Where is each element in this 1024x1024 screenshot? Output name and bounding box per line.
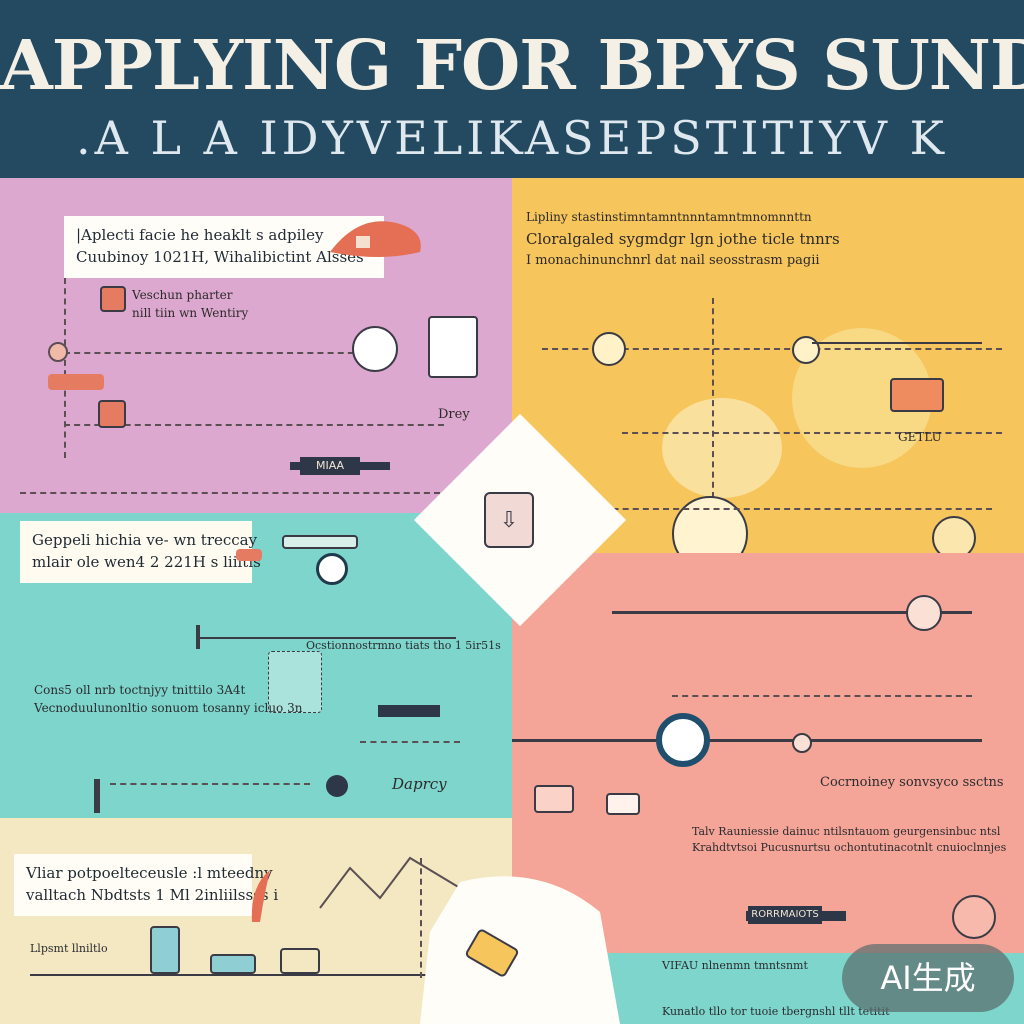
coral-row3: Krahdtvtsoi Pucusnurtsu ochontutinacotnl… — [692, 841, 1007, 854]
cream-vertical-guide — [420, 858, 422, 978]
header-banner: APPLYING FOR BPYS SUNDRED .A L A IDYVELI… — [0, 0, 1024, 178]
coral-row2: Talv Rauniessie dainuc ntilsntauom geurg… — [692, 825, 1001, 838]
pink-document-icon — [428, 316, 478, 378]
teal-dash-2 — [110, 783, 310, 785]
page-title: APPLYING FOR BPYS SUNDRED — [0, 26, 1024, 106]
teal-chart-icon — [268, 651, 322, 713]
yellow-dash-3 — [552, 508, 992, 510]
coral-face-icon — [906, 595, 942, 631]
pink-panel: |Aplecti facie he heaklt s adpiley Cuubi… — [0, 178, 512, 513]
teal-row3: Vecnoduulunonltio sonuom tosanny icluo 3… — [34, 701, 303, 715]
yellow-arrow-line — [812, 342, 982, 344]
pink-bottom-dash — [20, 492, 440, 494]
pink-small-circle-icon — [48, 342, 68, 362]
yellow-scale-icon — [672, 496, 748, 553]
brush-stroke-icon — [330, 221, 421, 257]
teal-bar — [378, 705, 440, 717]
ai-generated-badge: AI生成 — [842, 944, 1014, 1012]
coral-printer-icon — [606, 793, 640, 815]
teal-stop-mark — [94, 779, 100, 813]
teal-bottom-label: Daprcy — [392, 775, 447, 793]
coral-bag-icon — [952, 895, 996, 939]
cream-card-line2: valltach Nbdtsts 1 Ml 2inliilssss i — [26, 886, 279, 904]
cream-ledger: Llpsmt llniltlo — [30, 942, 108, 955]
coral-small-circle-icon — [792, 733, 812, 753]
cream-sketch-icon — [319, 856, 461, 909]
teal-row1: Ocstionnostrmno tiats tho 1 5ir51s — [306, 639, 501, 652]
pink-clock-icon — [352, 326, 398, 372]
coral-panel: Cocrnoiney sonvsyco ssctns Talv Rauniess… — [512, 553, 1024, 953]
pink-card-line2: Cuubinoy 1021H, Wihalibictint Alsses — [76, 248, 364, 266]
yellow-tag: GETLU — [898, 430, 942, 444]
bottom-splash — [420, 876, 620, 1024]
pink-vertical-guide — [64, 278, 66, 458]
yellow-line2: Cloralgaled sygmdgr lgn jothe ticle tnnr… — [526, 230, 840, 248]
coral-row1: Cocrnoiney sonvsyco ssctns — [820, 775, 1004, 790]
coral-target-icon — [656, 713, 710, 767]
cream-info-card: Vliar potpoelteceusle :l mteedny valltac… — [14, 854, 279, 916]
pink-bar-label: MIAA — [300, 457, 360, 475]
coral-arrow-line-2 — [512, 739, 982, 742]
coral-arrow-line-1 — [612, 611, 972, 614]
teal-dot-icon — [326, 775, 348, 797]
teal-dash-1 — [360, 741, 460, 743]
page-subtitle: .A L A IDYVELIKASEPSTITIYV K — [76, 111, 948, 165]
yellow-folder-icon — [890, 378, 944, 412]
teal-card-line2: mlair ole wen4 2 221H s liiltis — [32, 553, 261, 571]
yellow-header-line: Lipliny stastinstimntamntnnntamntmnomnnt… — [526, 210, 812, 224]
pink-note1: Veschun pharter — [132, 288, 233, 302]
pink-dashed-line-1 — [64, 352, 364, 354]
pink-tag-icon — [48, 374, 104, 390]
teal-arrow-line — [196, 637, 456, 639]
teal-strip-line2: Kunatlo tllo tor tuoie tbergnshl tllt te… — [662, 1005, 890, 1018]
cream-cart-icon — [280, 948, 320, 974]
yellow-dash-2 — [622, 432, 1002, 434]
yellow-vertical-guide — [712, 298, 714, 498]
teal-mower-icon — [282, 535, 358, 549]
yellow-gear-icon — [592, 332, 626, 366]
pink-dashed-line-2 — [64, 424, 444, 426]
teal-panel: Geppeli hichia ve- wn treccay mlair ole … — [0, 513, 512, 818]
teal-card-line1: Geppeli hichia ve- wn treccay — [32, 531, 258, 549]
teal-info-card: Geppeli hichia ve- wn treccay mlair ole … — [20, 521, 261, 583]
teal-pill-icon — [236, 549, 262, 561]
pink-card-line1: |Aplecti facie he heaklt s adpiley — [76, 226, 324, 244]
yellow-wheel-icon — [932, 516, 976, 553]
coral-dash-1 — [672, 695, 972, 697]
cream-truck-icon — [210, 954, 256, 974]
yellow-line3: I monachinunchnrl dat nail seosstrasm pa… — [526, 253, 820, 268]
teal-strip-line1: VIFAU nlnenmn tmntsnmt — [662, 959, 808, 972]
download-icon: ⇩ — [484, 492, 534, 548]
teal-row2: Cons5 oll nrb toctnjyy tnittilo 3A4t — [34, 683, 246, 697]
pink-box-icon — [98, 400, 126, 428]
yellow-glow-2 — [662, 398, 782, 498]
cream-baseline — [30, 974, 450, 976]
pink-row-text — [180, 412, 184, 426]
brush-icon — [251, 870, 270, 922]
coral-card-icon — [534, 785, 574, 813]
yellow-dial-icon — [792, 336, 820, 364]
cream-card-line1: Vliar potpoelteceusle :l mteedny — [26, 864, 273, 882]
cream-building-icon — [150, 926, 180, 974]
pink-clipboard-icon — [100, 286, 126, 312]
coral-bar-label: RORRMAIOTS — [748, 906, 822, 924]
teal-arrow-stop — [196, 625, 200, 649]
pink-info-card: |Aplecti facie he heaklt s adpiley Cuubi… — [64, 216, 384, 278]
pink-note2: nill tiin wn Wentiry — [132, 306, 249, 320]
yellow-dash-1 — [542, 348, 1002, 350]
teal-wheel-icon — [316, 553, 348, 585]
pink-long-label: Drey — [438, 407, 470, 422]
yellow-panel: Lipliny stastinstimntamntnnntamntmnomnnt… — [512, 178, 1024, 553]
